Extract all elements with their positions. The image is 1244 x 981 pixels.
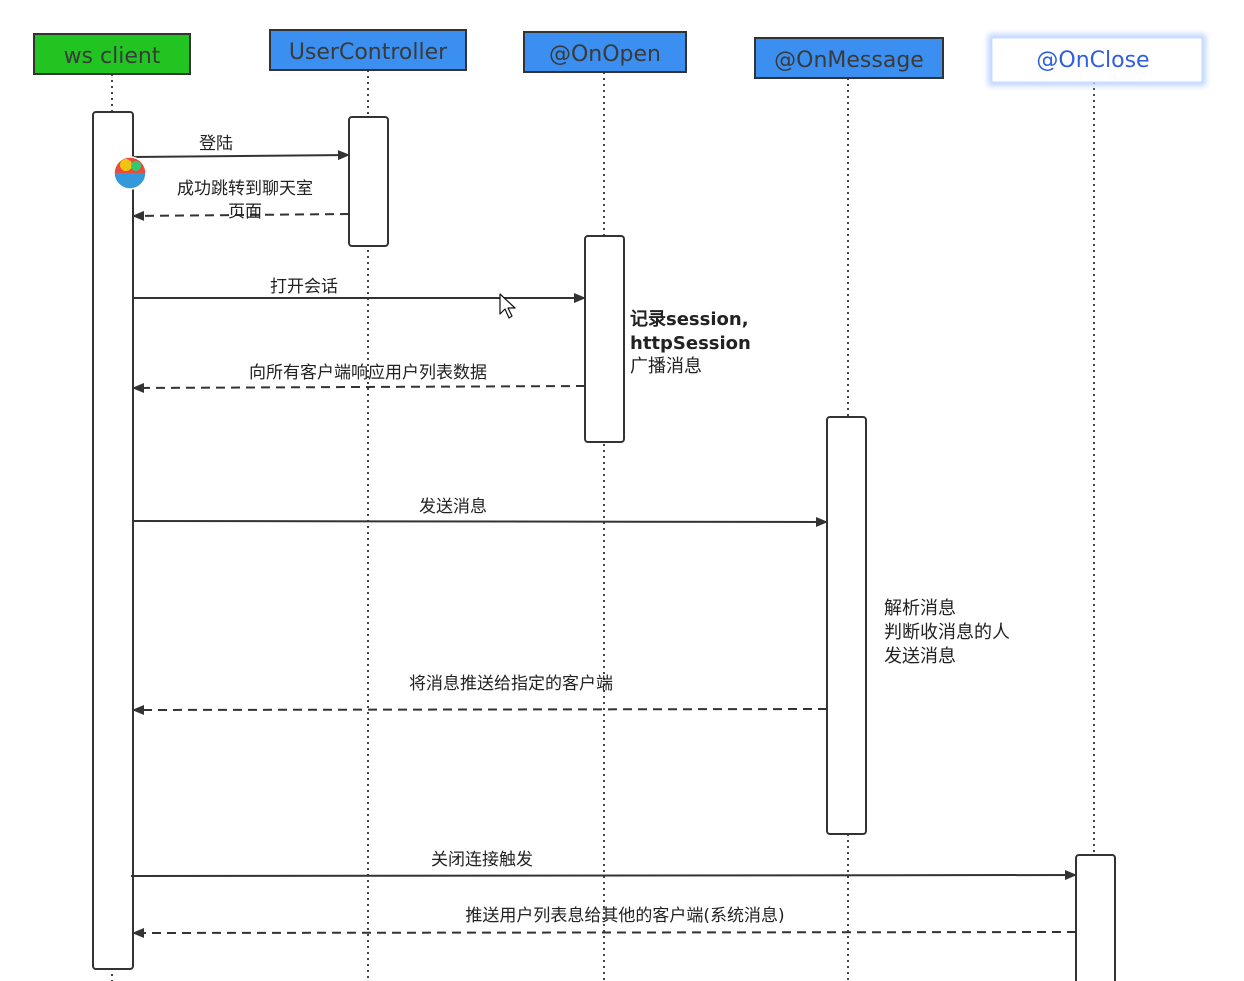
message-push-message: 将消息推送给指定的客户端 [132,674,828,715]
actor-label-on-message: @OnMessage [774,48,924,73]
actor-on-open: @OnOpen [523,31,687,73]
message-login: 登陆 [132,134,350,161]
message-label-close-trigger: 关闭连接触发 [431,850,533,870]
message-close-trigger: 关闭连接触发 [130,850,1077,881]
mouse-cursor-icon [499,293,516,319]
message-label-push-user-list: 推送用户列表息给其他的客户端(系统消息) [465,906,784,926]
note-on-open-line2: httpSession [630,333,751,354]
activation-on-close [1075,854,1116,981]
activation-on-message [826,416,867,835]
note-on-message-line1: 解析消息 [884,598,956,619]
actor-on-close: @OnClose [988,34,1206,86]
actor-on-message: @OnMessage [754,37,944,79]
actor-ws-client: ws client [33,33,191,75]
message-label-login: 登陆 [199,134,233,154]
message-label-send-message: 发送消息 [419,497,487,517]
note-on-open-line3: 广播消息 [630,356,702,377]
note-on-open-line1: 记录session, [630,309,749,330]
activation-on-open [584,235,625,443]
note-on-message: 解析消息 判断收消息的人 发送消息 [884,598,1010,667]
message-login-success: 成功跳转到聊天室 页面 [132,179,350,222]
activation-user-controller [348,116,389,247]
note-on-message-line2: 判断收消息的人 [884,622,1010,643]
message-label-login-success-line2: 页面 [228,202,262,222]
actor-label-on-open: @OnOpen [549,42,661,67]
activation-ws-client [92,111,134,970]
message-label-respond-user-list: 向所有客户端响应用户列表数据 [249,363,487,383]
message-label-open-session: 打开会话 [270,277,338,297]
message-send-message: 发送消息 [132,497,828,527]
message-open-session: 打开会话 [133,277,586,303]
note-on-open: 记录session, httpSession 广播消息 [630,309,751,377]
actor-label-user-controller: UserController [289,40,448,65]
message-respond-user-list: 向所有客户端响应用户列表数据 [132,363,586,393]
actor-user-controller: UserController [269,29,467,71]
actor-label-ws-client: ws client [64,44,161,69]
app-logo-icon [113,156,147,190]
message-push-user-list: 推送用户列表息给其他的客户端(系统消息) [132,906,1077,938]
message-label-login-success-line1: 成功跳转到聊天室 [177,179,313,199]
actor-label-on-close: @OnClose [1036,48,1149,73]
message-label-push-message: 将消息推送给指定的客户端 [409,674,613,694]
note-on-message-line3: 发送消息 [884,646,956,667]
